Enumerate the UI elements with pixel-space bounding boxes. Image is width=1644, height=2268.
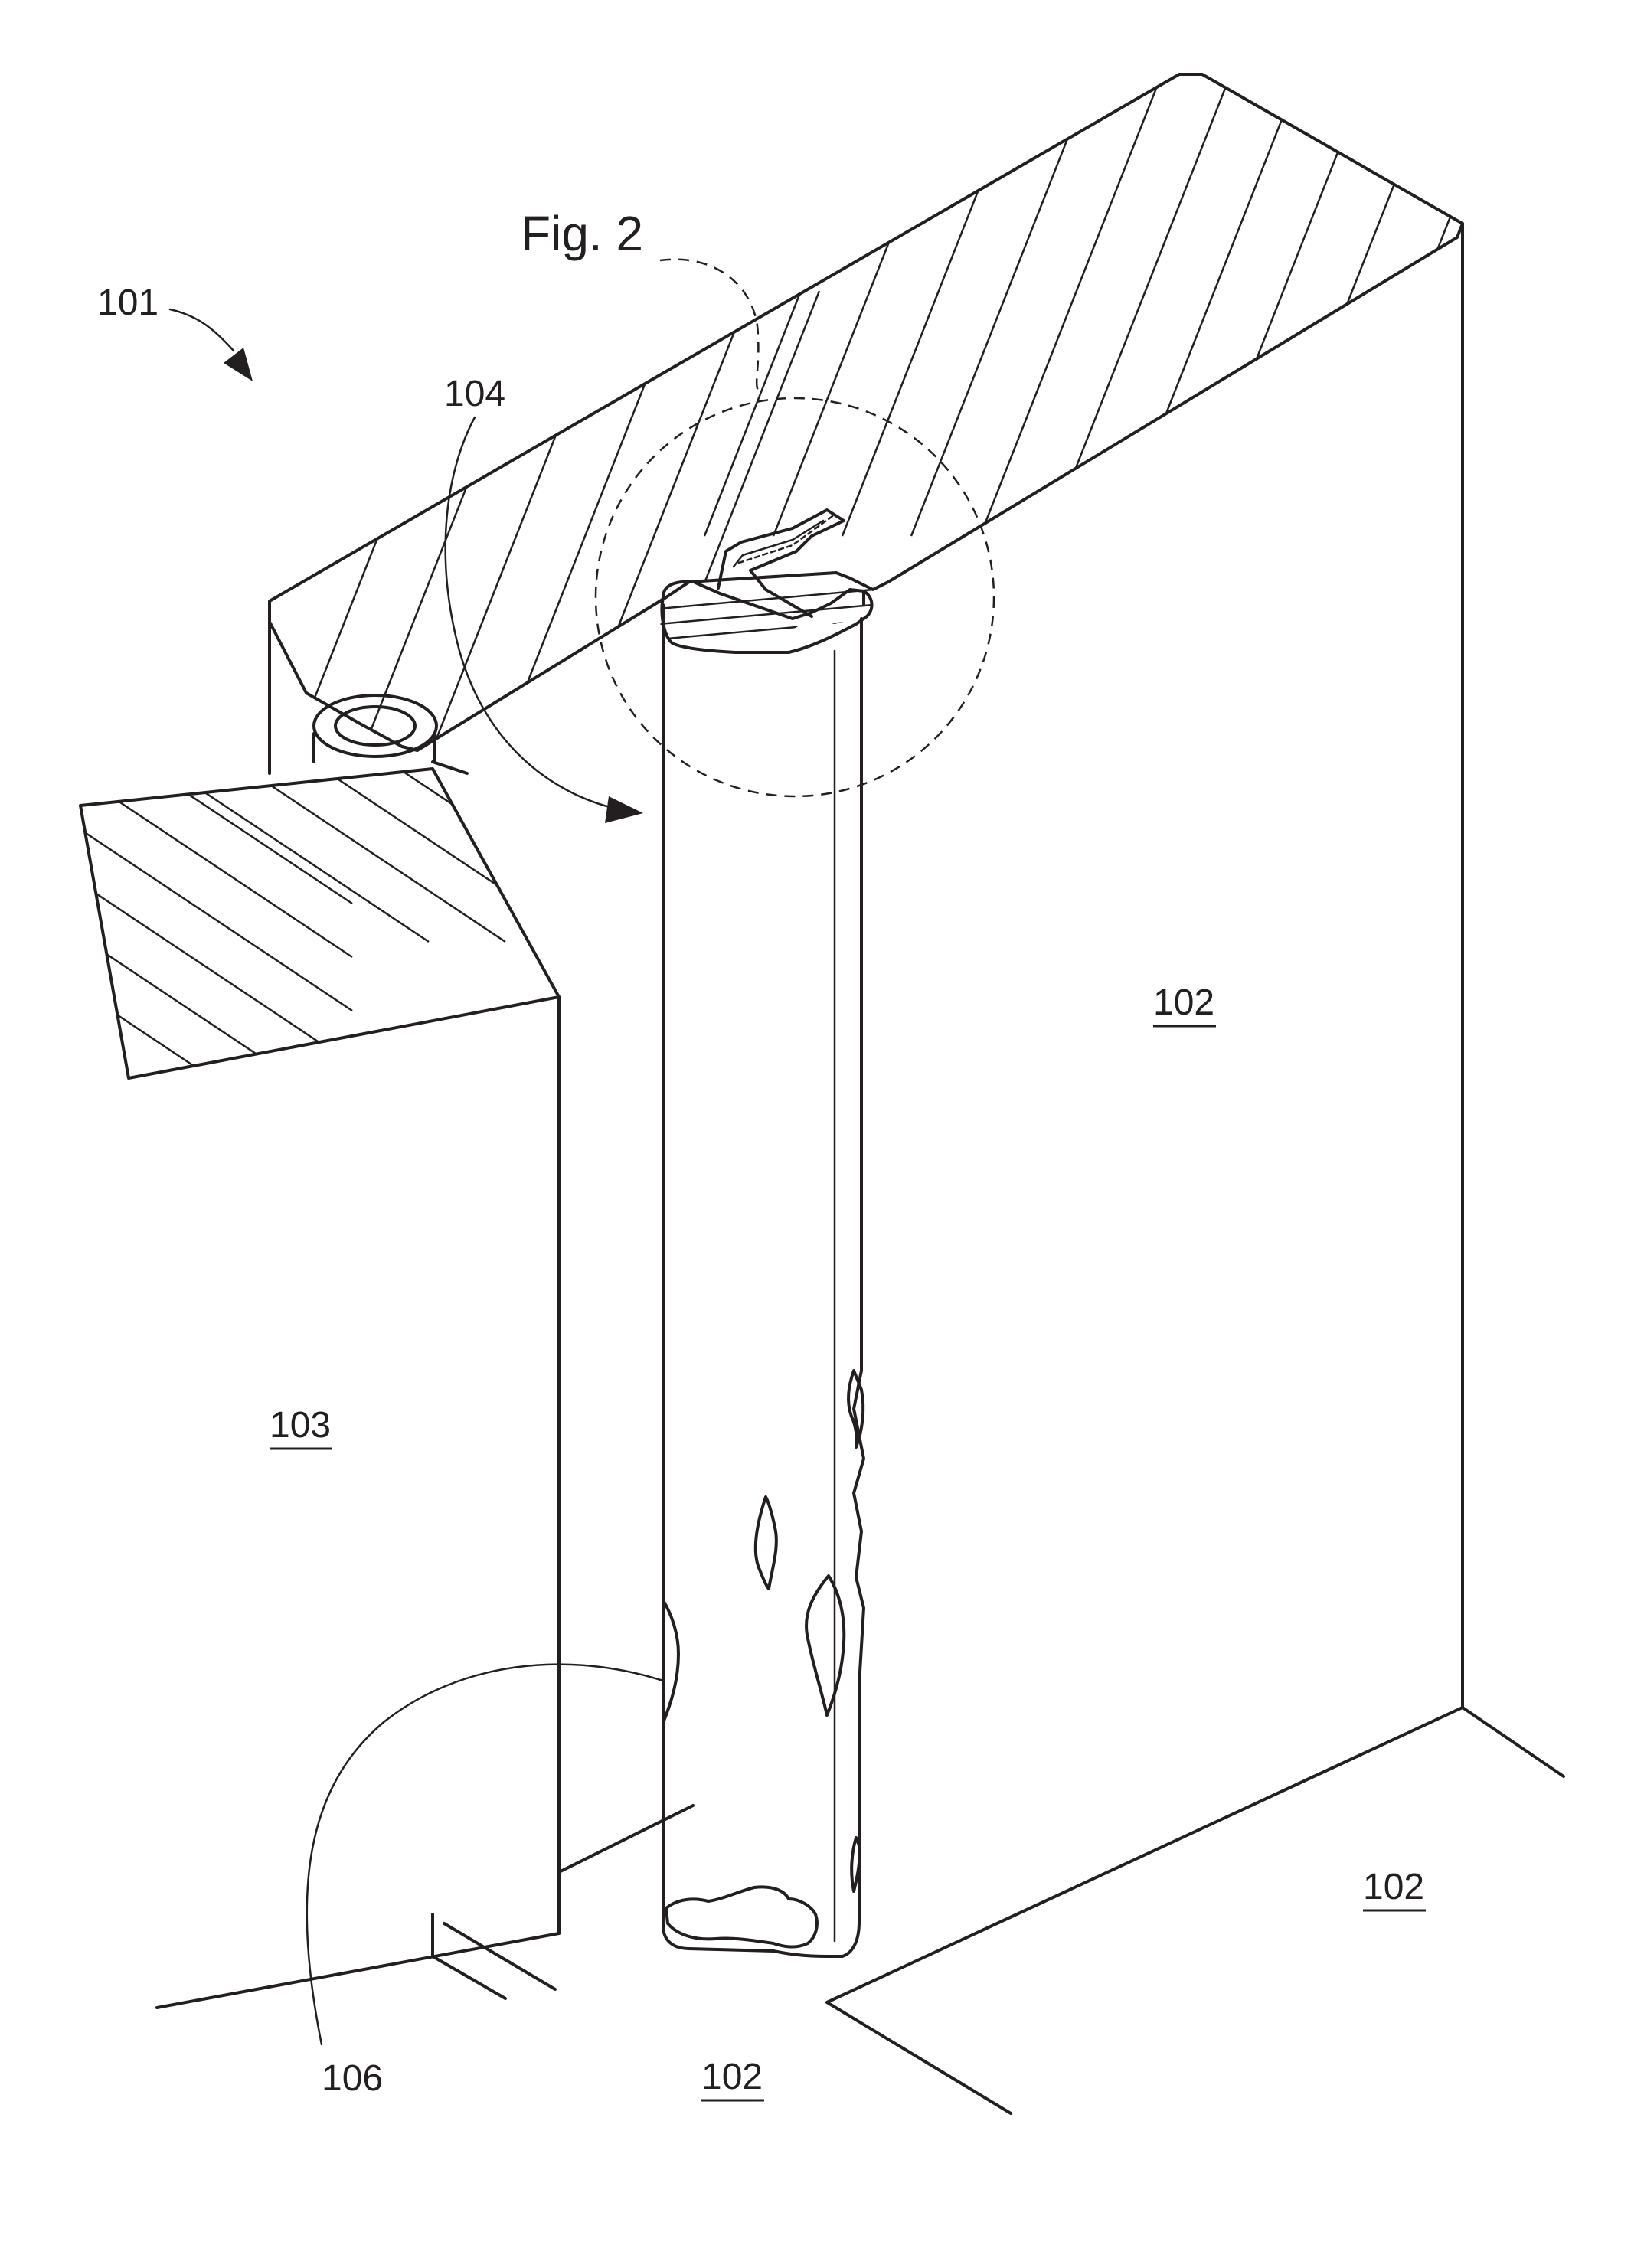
leader-106: 106 (307, 1665, 663, 2099)
label-102-floor-center: 102 (701, 2057, 764, 2100)
right-wall (827, 224, 1564, 2113)
ref-101: 101 (97, 283, 159, 323)
left-wall (77, 605, 693, 2008)
ref-103: 103 (270, 1405, 331, 1446)
deposits (663, 1371, 863, 1947)
deposit-2 (756, 1497, 776, 1589)
deposit-4 (663, 1600, 678, 1723)
label-103: 103 (270, 1405, 332, 1449)
left-wall-cut-face (80, 769, 559, 1078)
ref-106: 106 (322, 2058, 383, 2099)
deposit-6 (666, 1887, 817, 1946)
ref-102-floor-center: 102 (701, 2057, 763, 2097)
left-wall-hatching (77, 720, 659, 1172)
fig-2-label: Fig. 2 (521, 206, 643, 261)
leader-101: 101 (97, 283, 253, 381)
ref-102-floor-right: 102 (1363, 1867, 1424, 1907)
label-102-right: 102 (1153, 982, 1216, 1026)
detail-callout: Fig. 2 (521, 206, 994, 796)
label-102-floor-right: 102 (1363, 1867, 1426, 1910)
ref-102-right-wall: 102 (1153, 982, 1214, 1023)
deposit-1 (848, 1371, 863, 1447)
ref-104: 104 (444, 374, 505, 414)
deposit-3 (806, 1576, 844, 1715)
